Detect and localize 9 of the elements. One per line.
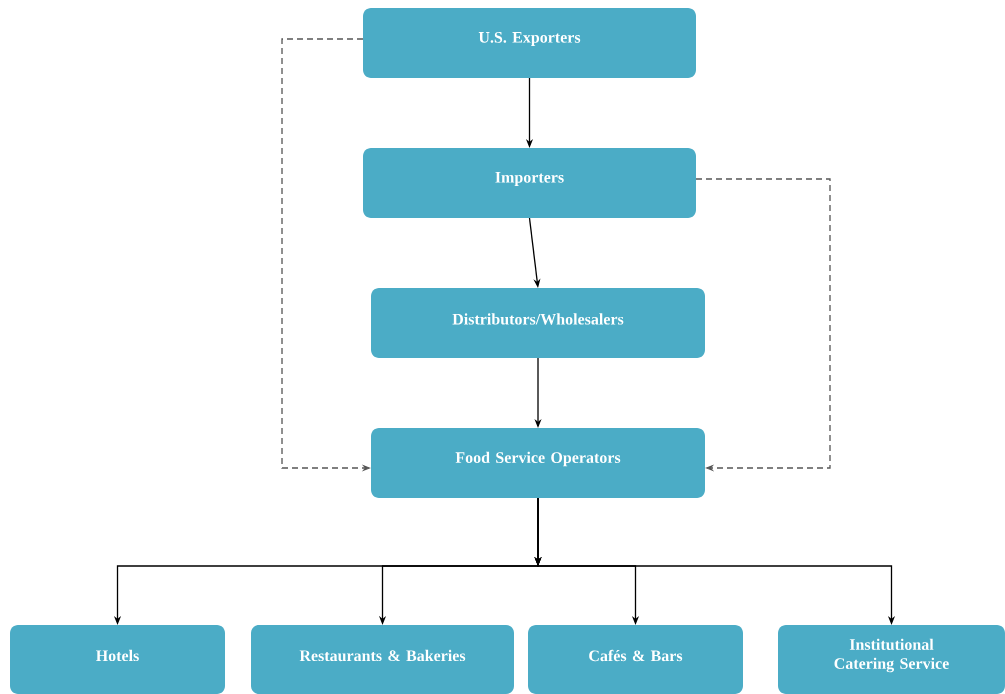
process-box: Food Service Operators — [371, 428, 705, 498]
process-box: Institutional Catering Service — [778, 625, 1005, 694]
process-box: Distributors/Wholesalers — [371, 288, 705, 358]
process-box: Importers — [363, 148, 696, 218]
arrow — [695, 178, 831, 472]
process-box: Cafés & Bars — [528, 625, 743, 694]
process-box: U.S. Exporters — [363, 8, 696, 78]
process-box: Hotels — [10, 625, 225, 694]
process-box: Restaurants & Bakeries — [251, 625, 514, 694]
